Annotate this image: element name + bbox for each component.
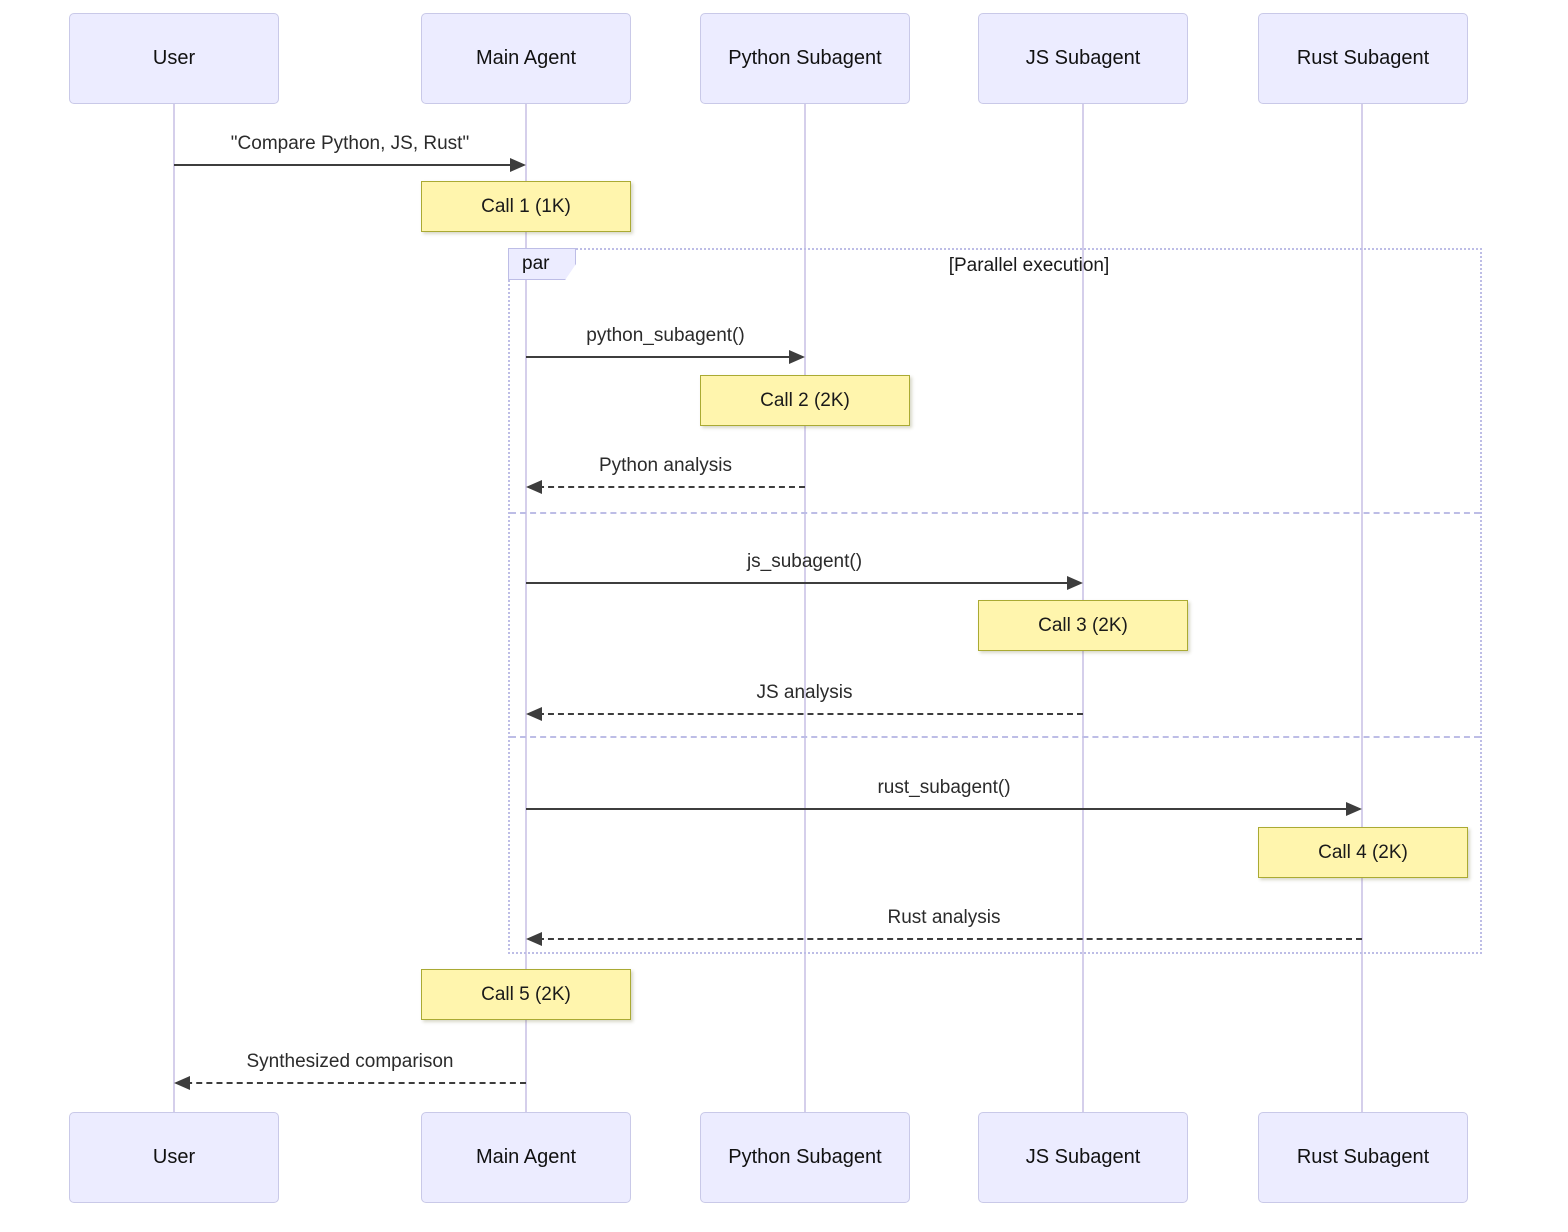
arrowhead-right-icon — [510, 158, 526, 172]
arrowhead-left-icon — [526, 707, 542, 721]
message-label-rust-analysis: Rust analysis — [887, 907, 1001, 928]
message-label-js-analysis: JS analysis — [756, 682, 853, 703]
lifeline-main-agent — [525, 104, 527, 1112]
message-line-js-subagent-call — [526, 582, 1081, 584]
actor-top-js-subagent: JS Subagent — [978, 13, 1188, 104]
arrowhead-left-icon — [526, 932, 542, 946]
arrowhead-right-icon — [1067, 576, 1083, 590]
actor-bottom-main-agent: Main Agent — [421, 1112, 631, 1203]
lifeline-python-subagent — [804, 104, 806, 1112]
arrowhead-right-icon — [1346, 802, 1362, 816]
actor-bottom-python-subagent: Python Subagent — [700, 1112, 910, 1203]
note-call-3: Call 3 (2K) — [978, 600, 1188, 651]
actor-top-rust-subagent: Rust Subagent — [1258, 13, 1468, 104]
actor-bottom-js-subagent: JS Subagent — [978, 1112, 1188, 1203]
message-line-compare-request — [174, 164, 524, 166]
par-title: [Parallel execution] — [948, 255, 1110, 276]
actor-top-main-agent: Main Agent — [421, 13, 631, 104]
message-label-synthesized-comparison: Synthesized comparison — [246, 1051, 454, 1072]
note-call-4: Call 4 (2K) — [1258, 827, 1468, 878]
note-call-1: Call 1 (1K) — [421, 181, 631, 232]
arrowhead-left-icon — [526, 480, 542, 494]
par-frame: par [Parallel execution] — [508, 248, 1482, 954]
actor-bottom-rust-subagent: Rust Subagent — [1258, 1112, 1468, 1203]
actor-bottom-user: User — [69, 1112, 279, 1203]
actor-top-user: User — [69, 13, 279, 104]
message-line-rust-subagent-call — [526, 808, 1360, 810]
message-label-python-subagent-call: python_subagent() — [586, 325, 745, 346]
message-line-python-subagent-call — [526, 356, 803, 358]
par-divider-1 — [510, 512, 1480, 514]
par-divider-2 — [510, 736, 1480, 738]
message-label-js-subagent-call: js_subagent() — [746, 551, 863, 572]
arrowhead-left-icon — [174, 1076, 190, 1090]
message-line-rust-analysis — [528, 938, 1362, 940]
message-label-rust-subagent-call: rust_subagent() — [877, 777, 1011, 798]
message-line-synthesized-comparison — [176, 1082, 526, 1084]
lifeline-rust-subagent — [1361, 104, 1363, 1112]
message-label-python-analysis: Python analysis — [598, 455, 733, 476]
par-label-tab: par — [508, 248, 576, 280]
lifeline-user — [173, 104, 175, 1112]
par-label: par — [522, 253, 550, 274]
note-call-5: Call 5 (2K) — [421, 969, 631, 1020]
message-line-js-analysis — [528, 713, 1083, 715]
message-line-python-analysis — [528, 486, 805, 488]
arrowhead-right-icon — [789, 350, 805, 364]
actor-top-python-subagent: Python Subagent — [700, 13, 910, 104]
message-label-compare-request: "Compare Python, JS, Rust" — [230, 133, 470, 154]
note-call-2: Call 2 (2K) — [700, 375, 910, 426]
